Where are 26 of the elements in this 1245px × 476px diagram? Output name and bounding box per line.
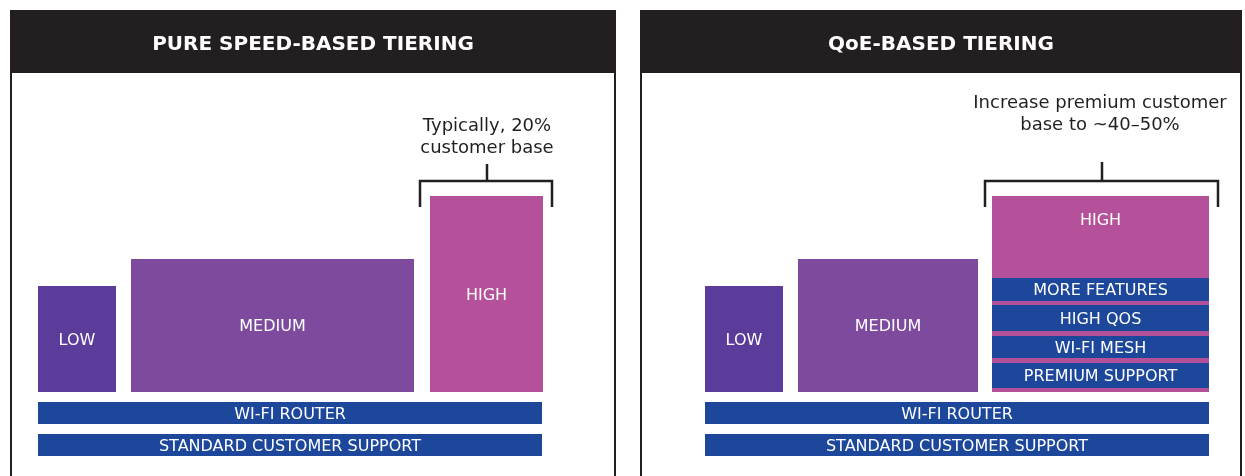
feature-bar: MORE FEATURES <box>992 278 1209 301</box>
feature-bar: WI-FI MESH <box>992 336 1209 358</box>
feature-bar: STANDARD CUSTOMER SUPPORT <box>705 434 1209 456</box>
tier-block <box>798 259 978 392</box>
tier-label: MEDIUM <box>854 316 922 335</box>
feature-bar: HIGH QOS <box>992 305 1209 331</box>
tier-block <box>38 286 116 392</box>
tier-label: LOW <box>58 329 96 349</box>
tier-panel <box>10 10 616 476</box>
feature-bar: PREMIUM SUPPORT <box>992 363 1209 388</box>
feature-bar: WI-FI ROUTER <box>38 402 542 424</box>
feature-bar: WI-FI ROUTER <box>705 402 1209 424</box>
tier-label: LOW <box>725 329 763 349</box>
panel-header: PURE SPEED-BASED TIERING <box>12 12 614 73</box>
annotation-text: Increase premium customer base to ~40–50% <box>972 91 1228 135</box>
panel-header: QoE-BASED TIERING <box>642 12 1240 73</box>
tier-panel <box>640 10 1242 476</box>
tier-block <box>131 259 414 392</box>
tier-block <box>705 286 783 392</box>
annotation-text: Typically, 20% customer base <box>419 114 555 158</box>
tier-label: MEDIUM <box>239 316 306 335</box>
tier-block <box>992 196 1209 392</box>
tier-block <box>430 196 543 392</box>
tier-label: HIGH <box>1079 210 1122 229</box>
feature-bar: STANDARD CUSTOMER SUPPORT <box>38 434 542 456</box>
tier-label: HIGH <box>465 284 508 304</box>
